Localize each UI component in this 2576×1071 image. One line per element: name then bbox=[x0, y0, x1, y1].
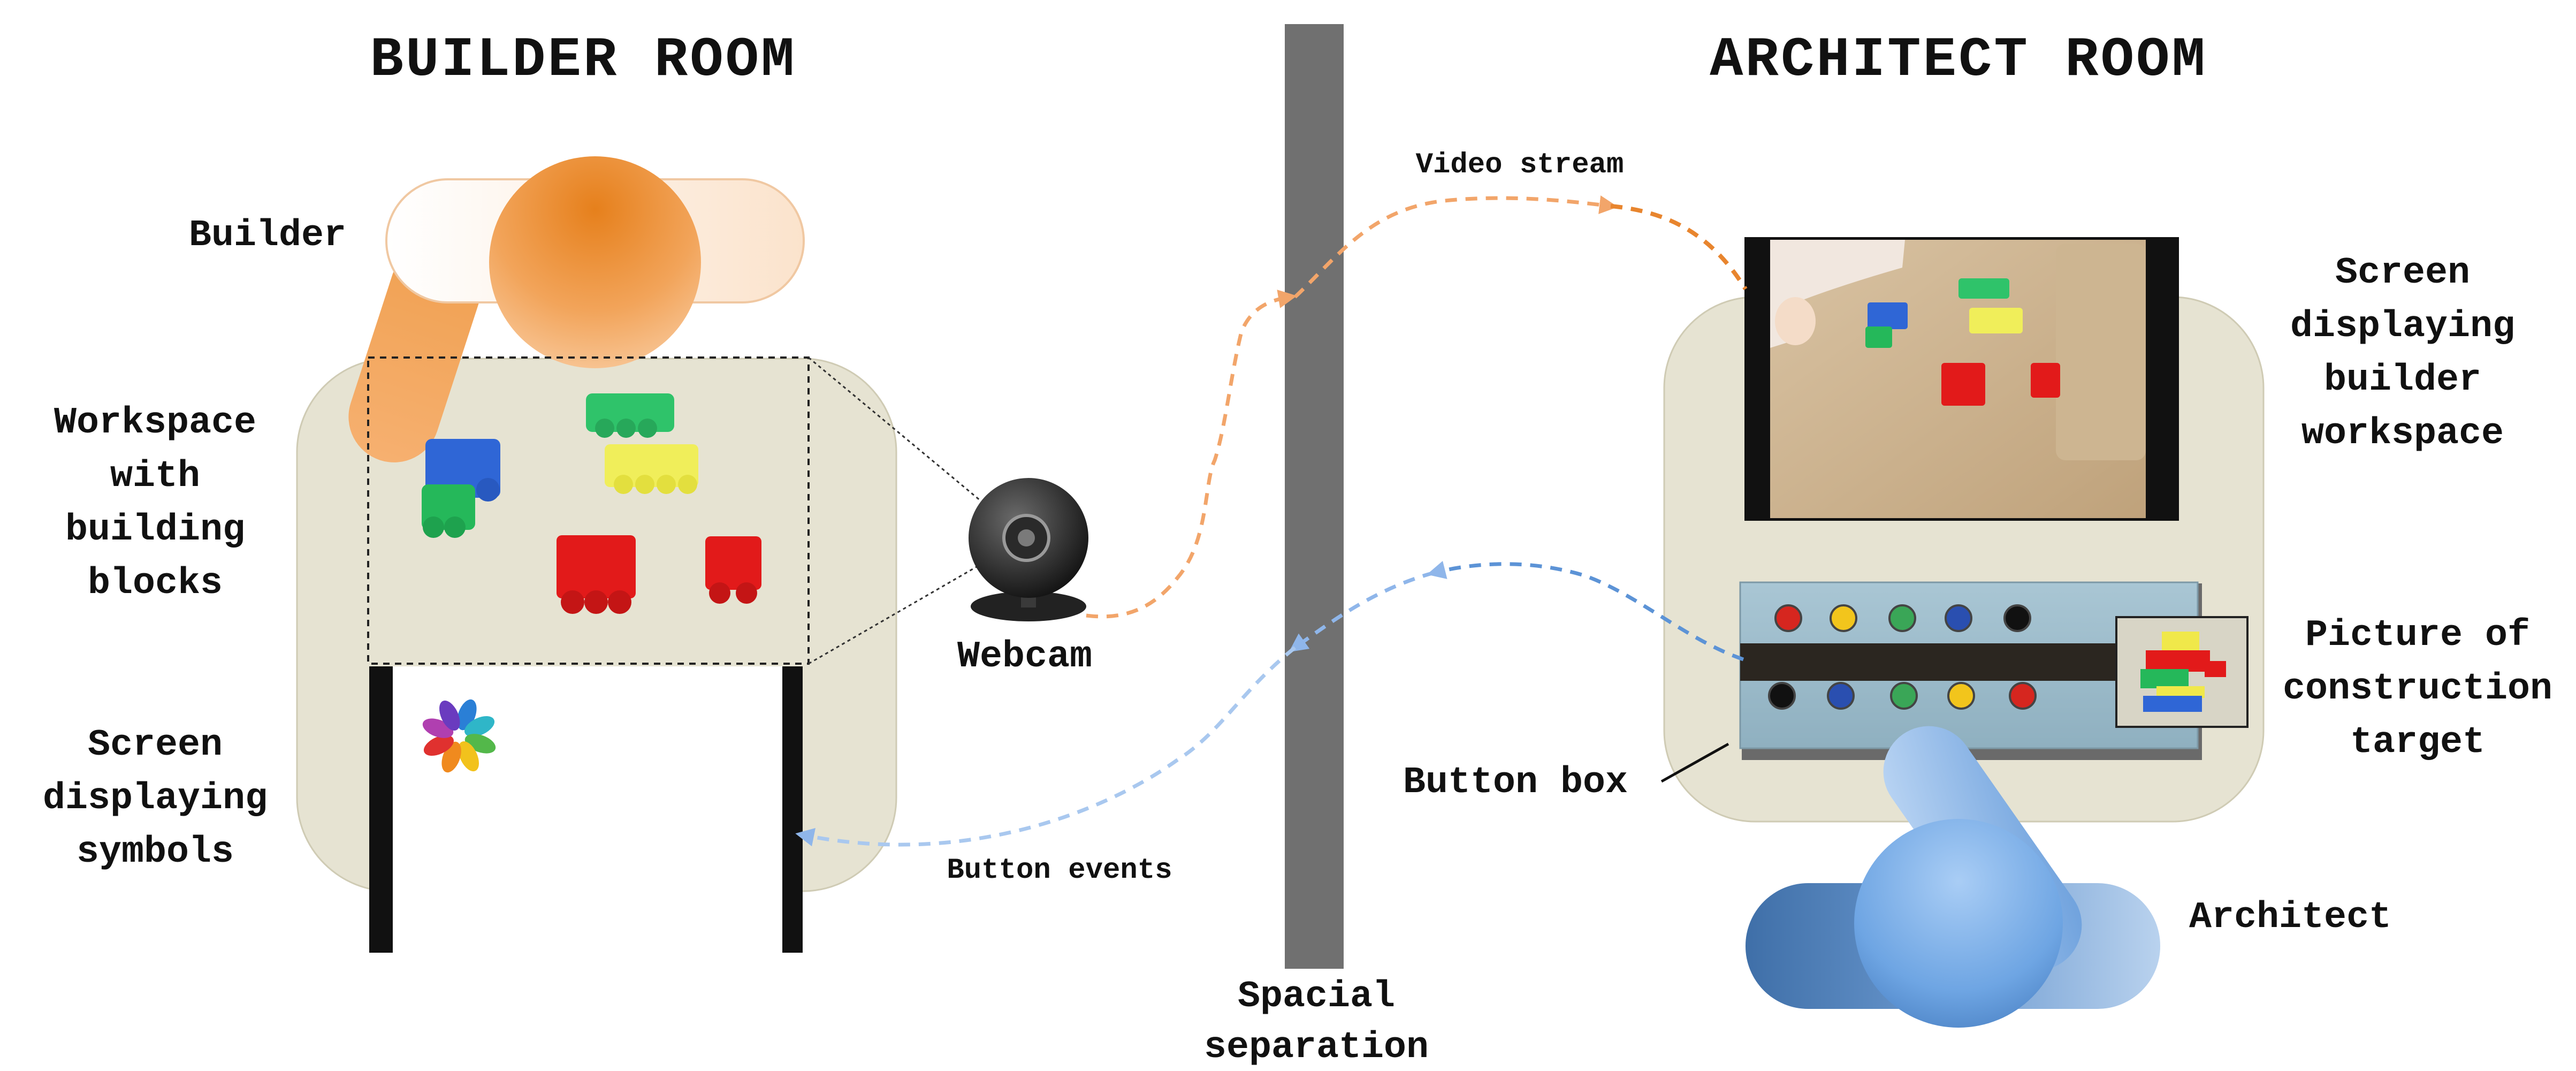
workspace-label: Workspace with building blocks bbox=[54, 402, 256, 605]
architect-room-title: ARCHITECT ROOM bbox=[1710, 29, 2207, 92]
pinwheel-symbol bbox=[422, 699, 496, 773]
architect-screen-label-line: workspace bbox=[2301, 413, 2504, 455]
workspace-label-line: with bbox=[110, 455, 200, 498]
block-stud bbox=[616, 419, 636, 438]
target-red-side bbox=[2205, 661, 2226, 677]
block-stud bbox=[444, 516, 466, 538]
block-stud bbox=[584, 590, 608, 614]
bottom-button bbox=[1947, 682, 1975, 710]
architect-screen-label: Screen displaying builder workspace bbox=[2290, 252, 2515, 455]
top-button bbox=[1888, 604, 1916, 632]
button-events-path-upper bbox=[1427, 560, 1744, 662]
separation-label-line: separation bbox=[1204, 1027, 1429, 1069]
workspace-label-line: building bbox=[65, 509, 245, 551]
bottom-button bbox=[1890, 682, 1918, 710]
top-button bbox=[2003, 604, 2031, 632]
workspace-label-line: blocks bbox=[88, 563, 223, 605]
block-stud bbox=[709, 582, 730, 604]
block-stud bbox=[614, 475, 633, 494]
top-button bbox=[1945, 604, 1972, 632]
monitor-feed-hand bbox=[1775, 297, 1816, 345]
builder-symbol-screen bbox=[369, 666, 803, 953]
button-box-label: Button box bbox=[1403, 762, 1628, 804]
button-box-pointer bbox=[1660, 742, 1729, 783]
architect-figure bbox=[1746, 726, 2160, 1028]
separation-label-line: Spacial bbox=[1238, 976, 1395, 1018]
video-stream-path-upper bbox=[1293, 195, 1618, 299]
button-event-stream: Button events bbox=[795, 560, 1744, 887]
bottom-button bbox=[2009, 682, 2037, 710]
feed-blue-block bbox=[1868, 302, 1908, 329]
separator-wall bbox=[1285, 24, 1344, 969]
target-yellow bbox=[2162, 632, 2199, 652]
target-picture-label-line: Picture of bbox=[2305, 614, 2530, 657]
block-stud bbox=[635, 475, 654, 494]
target-yellow-lower bbox=[2156, 686, 2205, 698]
target-blue bbox=[2143, 696, 2202, 712]
top-button bbox=[1830, 604, 1857, 632]
target-green bbox=[2140, 669, 2189, 688]
camera-view-line bbox=[808, 540, 1023, 665]
button-events-label: Button events bbox=[947, 854, 1172, 887]
architect-screen-label-line: Screen bbox=[2335, 252, 2470, 294]
separation-label: Spacial separation bbox=[1204, 976, 1429, 1069]
architect-label: Architect bbox=[2189, 897, 2391, 939]
workspace-boundary bbox=[367, 356, 810, 665]
builder-figure bbox=[348, 156, 805, 462]
block-stud bbox=[638, 419, 657, 438]
block-stud bbox=[595, 419, 614, 438]
builder-screen-label-line: Screen bbox=[88, 724, 223, 766]
button-events-path-lower bbox=[795, 646, 1297, 847]
workspace-label-line: Workspace bbox=[54, 402, 256, 444]
video-stream: Video stream bbox=[1086, 149, 1748, 619]
button-row-top bbox=[1774, 604, 2031, 632]
block-stud bbox=[608, 590, 631, 614]
monitor-feed-arm bbox=[1770, 240, 1905, 348]
webcam-lens bbox=[1018, 529, 1035, 546]
builder-label: Builder bbox=[189, 215, 346, 257]
feed-green-block bbox=[1958, 278, 2009, 299]
block-stud bbox=[476, 478, 500, 502]
block-stud bbox=[561, 590, 584, 614]
red-block-large bbox=[557, 535, 636, 598]
feed-red-block-large bbox=[1941, 363, 1985, 406]
builder-screen-label-line: displaying bbox=[43, 778, 268, 820]
target-picture-label-line: construction bbox=[2283, 668, 2552, 710]
block-stud bbox=[678, 475, 697, 494]
target-picture-label: Picture of construction target bbox=[2283, 614, 2552, 764]
architect-screen-label-line: builder bbox=[2324, 359, 2481, 401]
architect-head bbox=[1854, 819, 2063, 1028]
button-events-path-middle bbox=[1289, 571, 1435, 652]
block-stud bbox=[657, 475, 676, 494]
feed-yellow-block bbox=[1969, 308, 2023, 333]
target-picture-label-line: target bbox=[2350, 721, 2485, 764]
construction-target-picture bbox=[2115, 616, 2249, 728]
feed-green-block-small bbox=[1865, 326, 1892, 348]
builder-head bbox=[489, 156, 701, 368]
webcam bbox=[969, 478, 1088, 621]
video-stream-label: Video stream bbox=[1416, 149, 1624, 181]
video-stream-path-lower bbox=[1086, 290, 1297, 619]
block-stud bbox=[736, 582, 757, 604]
bottom-button bbox=[1768, 682, 1796, 710]
video-stream-path-end bbox=[1610, 204, 1748, 291]
webcam-label: Webcam bbox=[957, 636, 1092, 678]
target-red bbox=[2146, 650, 2210, 672]
red-block-small bbox=[705, 536, 761, 590]
feed-red-block-small bbox=[2031, 363, 2060, 398]
builder-workspace bbox=[367, 356, 810, 665]
button-row-bottom bbox=[1768, 682, 2037, 710]
builder-room-title: BUILDER ROOM bbox=[370, 29, 797, 92]
builder-screen-label: Screen displaying symbols bbox=[43, 724, 268, 873]
architect-monitor bbox=[1744, 237, 2179, 521]
top-button bbox=[1774, 604, 1802, 632]
bottom-button bbox=[1827, 682, 1855, 710]
block-stud bbox=[423, 516, 444, 538]
monitor-feed-table-right bbox=[2056, 244, 2146, 460]
builder-screen-label-line: symbols bbox=[77, 831, 234, 873]
architect-screen-label-line: displaying bbox=[2290, 306, 2515, 348]
